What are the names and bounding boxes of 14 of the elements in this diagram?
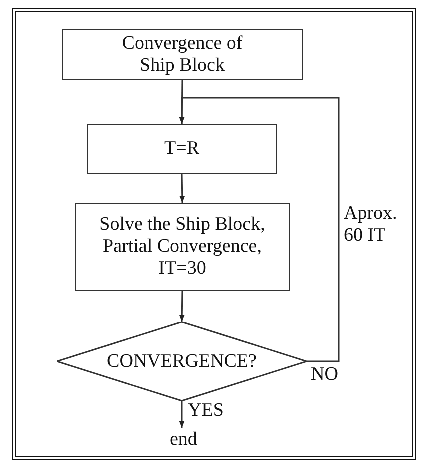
- process-box: [62, 29, 303, 80]
- note-text: Aprox. 60 IT: [344, 203, 398, 247]
- box-label: Solve the Ship Block, Partial Convergence, IT=30: [98, 214, 266, 280]
- arrow: [179, 80, 185, 124]
- arrow: [179, 97, 340, 362]
- decision-diamond: [57, 322, 307, 401]
- arrow: [179, 290, 185, 322]
- process-box: [75, 203, 290, 291]
- process-box: [87, 124, 277, 174]
- box-label: T=R: [164, 138, 200, 160]
- box-label: CONVERGENCE?: [107, 350, 257, 372]
- box-label: Convergence of Ship Block: [121, 32, 244, 76]
- arrow: [179, 401, 185, 428]
- arrow: [180, 174, 186, 204]
